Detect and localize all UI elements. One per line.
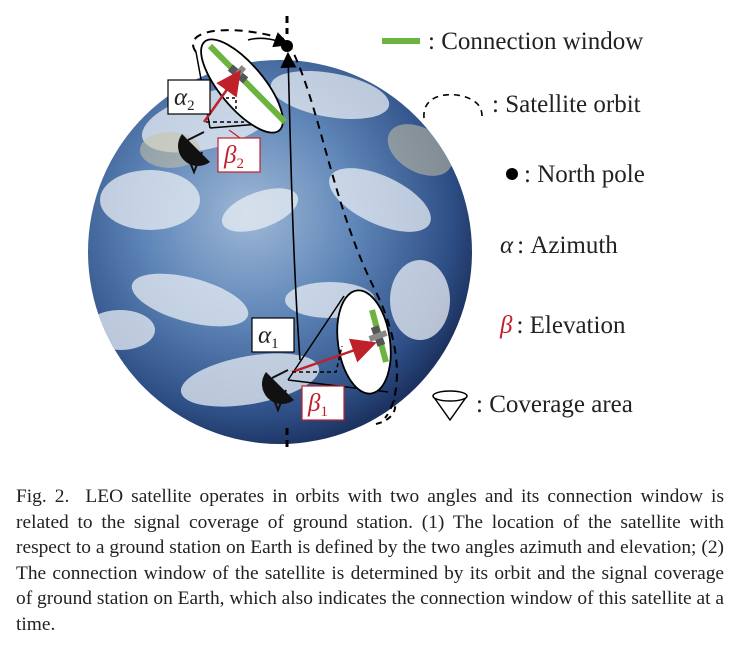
legend-coverage-area: : Coverage area: [476, 391, 633, 418]
svg-text:α1: α1: [258, 322, 279, 352]
ground-track-arc: [280, 51, 301, 361]
satellite-orbit-path: [192, 29, 398, 419]
svg-text:α2: α2: [174, 84, 195, 114]
legend: : Connection window : Satellite orbit : …: [382, 28, 645, 422]
elevation-vector-bottom: [291, 338, 377, 374]
connection-window-top: [207, 43, 288, 125]
alpha1-label: α1: [251, 317, 295, 353]
legend-satellite-orbit: : Satellite orbit: [492, 91, 641, 118]
satellite-dish-icon: [178, 131, 210, 175]
svg-text:β1: β1: [307, 390, 328, 420]
caption-body: LEO satellite operates in orbits with tw…: [16, 486, 724, 635]
beta1-label: β1: [301, 385, 345, 421]
legend-coverage-swatch: [432, 390, 468, 422]
satellite-dish-icon: [262, 369, 294, 413]
beta2-label: β2: [217, 137, 261, 173]
legend-north-pole: : North pole: [524, 161, 645, 188]
legend-north-pole-swatch: [506, 168, 518, 180]
legend-orbit-swatch: [423, 93, 483, 119]
svg-text:β2: β2: [223, 142, 244, 172]
satellite-orbit-tail: [375, 399, 397, 425]
alpha2-label: α2: [167, 79, 211, 115]
legend-connection-window: : Connection window: [428, 28, 643, 55]
legend-elevation: β: Elevation: [499, 312, 626, 339]
caption-lead: Fig. 2.: [16, 486, 70, 507]
legend-azimuth: α: Azimuth: [500, 232, 618, 259]
orbit-diagram: α2 β2 α1 β1 : Connection window : Satell…: [88, 16, 645, 450]
figure-caption: Fig. 2. LEO satellite operates in orbits…: [16, 484, 724, 638]
